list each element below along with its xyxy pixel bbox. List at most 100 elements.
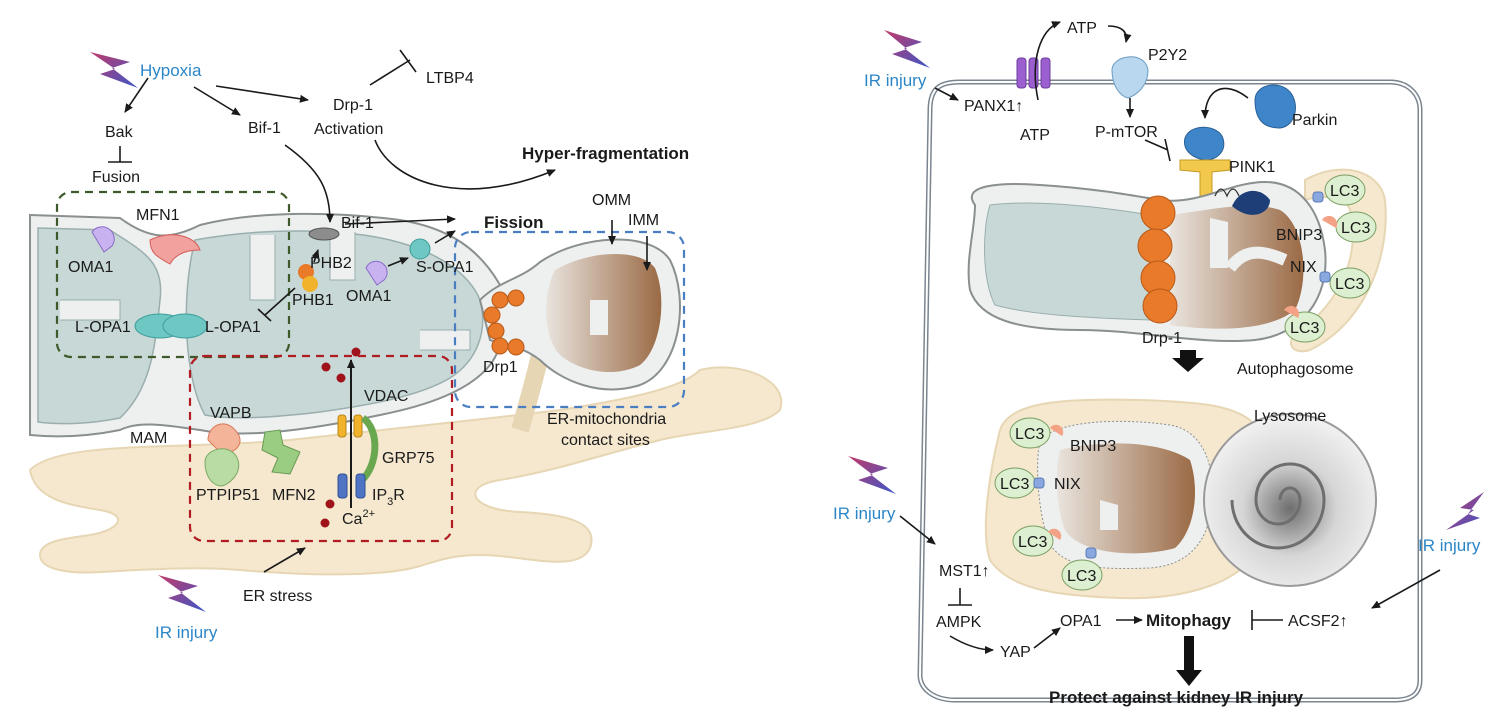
dark-protein: [1232, 190, 1270, 215]
lc3-label: LC3: [1000, 476, 1029, 493]
cell-membrane-inner: [918, 81, 1421, 701]
ltbp4-label: LTBP4: [426, 70, 474, 87]
parkin-protein: [1254, 84, 1296, 129]
lc3-label: LC3: [1018, 534, 1047, 551]
s-opa1-label: S-OPA1: [416, 259, 474, 276]
ptpip51-label: PTPIP51: [196, 487, 260, 504]
lc3-label: LC3: [1015, 426, 1044, 443]
left-arrows: [108, 49, 651, 573]
ptpip51-protein: [204, 448, 240, 487]
bak-label: Bak: [105, 124, 134, 141]
crista: [249, 235, 276, 301]
nix-lower-label: NIX: [1054, 476, 1081, 493]
autophagosome-label: Autophagosome: [1237, 361, 1354, 378]
engulfed-matrix: [1056, 443, 1195, 554]
drp1-fission-label: Drp1: [483, 359, 518, 376]
ir-injury-top-label: IR injury: [864, 71, 927, 90]
lightning-icon: [848, 456, 896, 494]
lc3-label: LC3: [1341, 220, 1370, 237]
ir-injury-right-label: IR injury: [1418, 536, 1481, 555]
pink1-label: PINK1: [1229, 159, 1275, 176]
mfn1-protein: [149, 234, 201, 265]
lightning-icon: [158, 575, 206, 612]
l-opa1-protein: [162, 313, 208, 339]
bnip3-lower-label: BNIP3: [1070, 438, 1116, 455]
fission-box: [453, 230, 686, 409]
crista: [1210, 218, 1228, 268]
lysosome-label: Lysosome: [1254, 408, 1326, 425]
crista: [1225, 246, 1288, 272]
phb2-label: PHB2: [310, 255, 352, 272]
l-opa1-left-label: L-OPA1: [75, 319, 131, 336]
lc3-label: LC3: [1067, 568, 1096, 585]
bif1-protein: [308, 227, 340, 241]
oma1-left-label: OMA1: [68, 259, 113, 276]
upper-lc3-group: [1284, 174, 1377, 343]
oma1-left-protein: [91, 226, 115, 253]
er-stress-label: ER stress: [243, 588, 312, 605]
oma1-mid-protein: [365, 260, 388, 286]
calcium-ions: [320, 347, 361, 528]
p2y2-receptor: [1111, 56, 1149, 99]
lc3-label: LC3: [1335, 276, 1364, 293]
left-panel: Hypoxia LTBP4 Bak Fusion Bif-1 Drp-1 Act…: [28, 49, 783, 642]
hyper-fragmentation-label: Hyper-fragmentation: [522, 144, 689, 163]
lightning-icon: [1446, 492, 1484, 530]
activation-label: Activation: [314, 121, 383, 138]
er-mito-contact-label-1: ER-mitochondria: [547, 411, 666, 428]
bnip3-upper-label: BNIP3: [1276, 227, 1322, 244]
lower-lc3-group: [994, 417, 1103, 591]
panx1-label: PANX1↑: [964, 98, 1023, 115]
vdac-label: VDAC: [364, 388, 408, 405]
lc3-label: LC3: [1330, 183, 1359, 200]
crista: [1100, 500, 1118, 530]
opa1-label: OPA1: [1060, 613, 1102, 630]
fragment-crista: [590, 300, 608, 335]
lysosome: [1203, 413, 1377, 587]
drp1-label: Drp-1: [333, 97, 373, 114]
ip3r-protein: [355, 473, 366, 499]
yap-label: YAP: [1000, 644, 1031, 661]
vapb-label: VAPB: [210, 405, 252, 422]
phb1-protein: [302, 276, 318, 292]
crista: [329, 230, 356, 281]
nix-upper-label: NIX: [1290, 259, 1317, 276]
coil: [1214, 188, 1240, 198]
ampk-label: AMPK: [936, 614, 982, 631]
er-mito-contact-label-2: contact sites: [561, 432, 650, 449]
lysosome-spiral: [1230, 462, 1326, 550]
p2y2-label: P2Y2: [1148, 47, 1187, 64]
calcium-label: Ca2+: [342, 508, 375, 528]
protect-label: Protect against kidney IR injury: [1049, 688, 1304, 707]
down-arrow: [1172, 350, 1204, 372]
fusion-box: [55, 190, 291, 359]
lightning-icon: [90, 52, 138, 88]
atp-bottom-label: ATP: [1020, 127, 1050, 144]
down-arrow-bottom: [1176, 636, 1202, 686]
ip3r-label: IP3R: [372, 487, 405, 508]
crista: [60, 299, 121, 321]
s-opa1-protein: [409, 238, 431, 260]
parkin-label: Parkin: [1292, 112, 1337, 129]
lightning-icon: [884, 30, 930, 68]
mfn1-label: MFN1: [136, 207, 180, 224]
omm-label: OMM: [592, 192, 631, 209]
drp1-right-label: Drp-1: [1142, 330, 1182, 347]
panx1-channel: [1016, 57, 1051, 89]
right-arrows: [899, 21, 1441, 654]
acsf2-label: ACSF2↑: [1288, 613, 1348, 630]
crista: [420, 329, 471, 351]
vdac-protein: [353, 414, 363, 438]
phb1-label: PHB1: [292, 292, 334, 309]
mam-label: MAM: [130, 430, 167, 447]
mitochondrion-matrix: [984, 202, 1151, 321]
bif1-top-label: Bif-1: [248, 120, 281, 137]
ir-injury-left-label: IR injury: [155, 623, 218, 642]
hypoxia-label: Hypoxia: [140, 61, 202, 80]
ir-injury-mid-label: IR injury: [833, 504, 896, 523]
grp75-label: GRP75: [382, 450, 435, 467]
mitochondrion-matrix-left: [37, 227, 162, 425]
er-network: [28, 366, 783, 576]
drp1-ring: [1137, 195, 1178, 324]
mitophagy-label: Mitophagy: [1146, 611, 1232, 630]
